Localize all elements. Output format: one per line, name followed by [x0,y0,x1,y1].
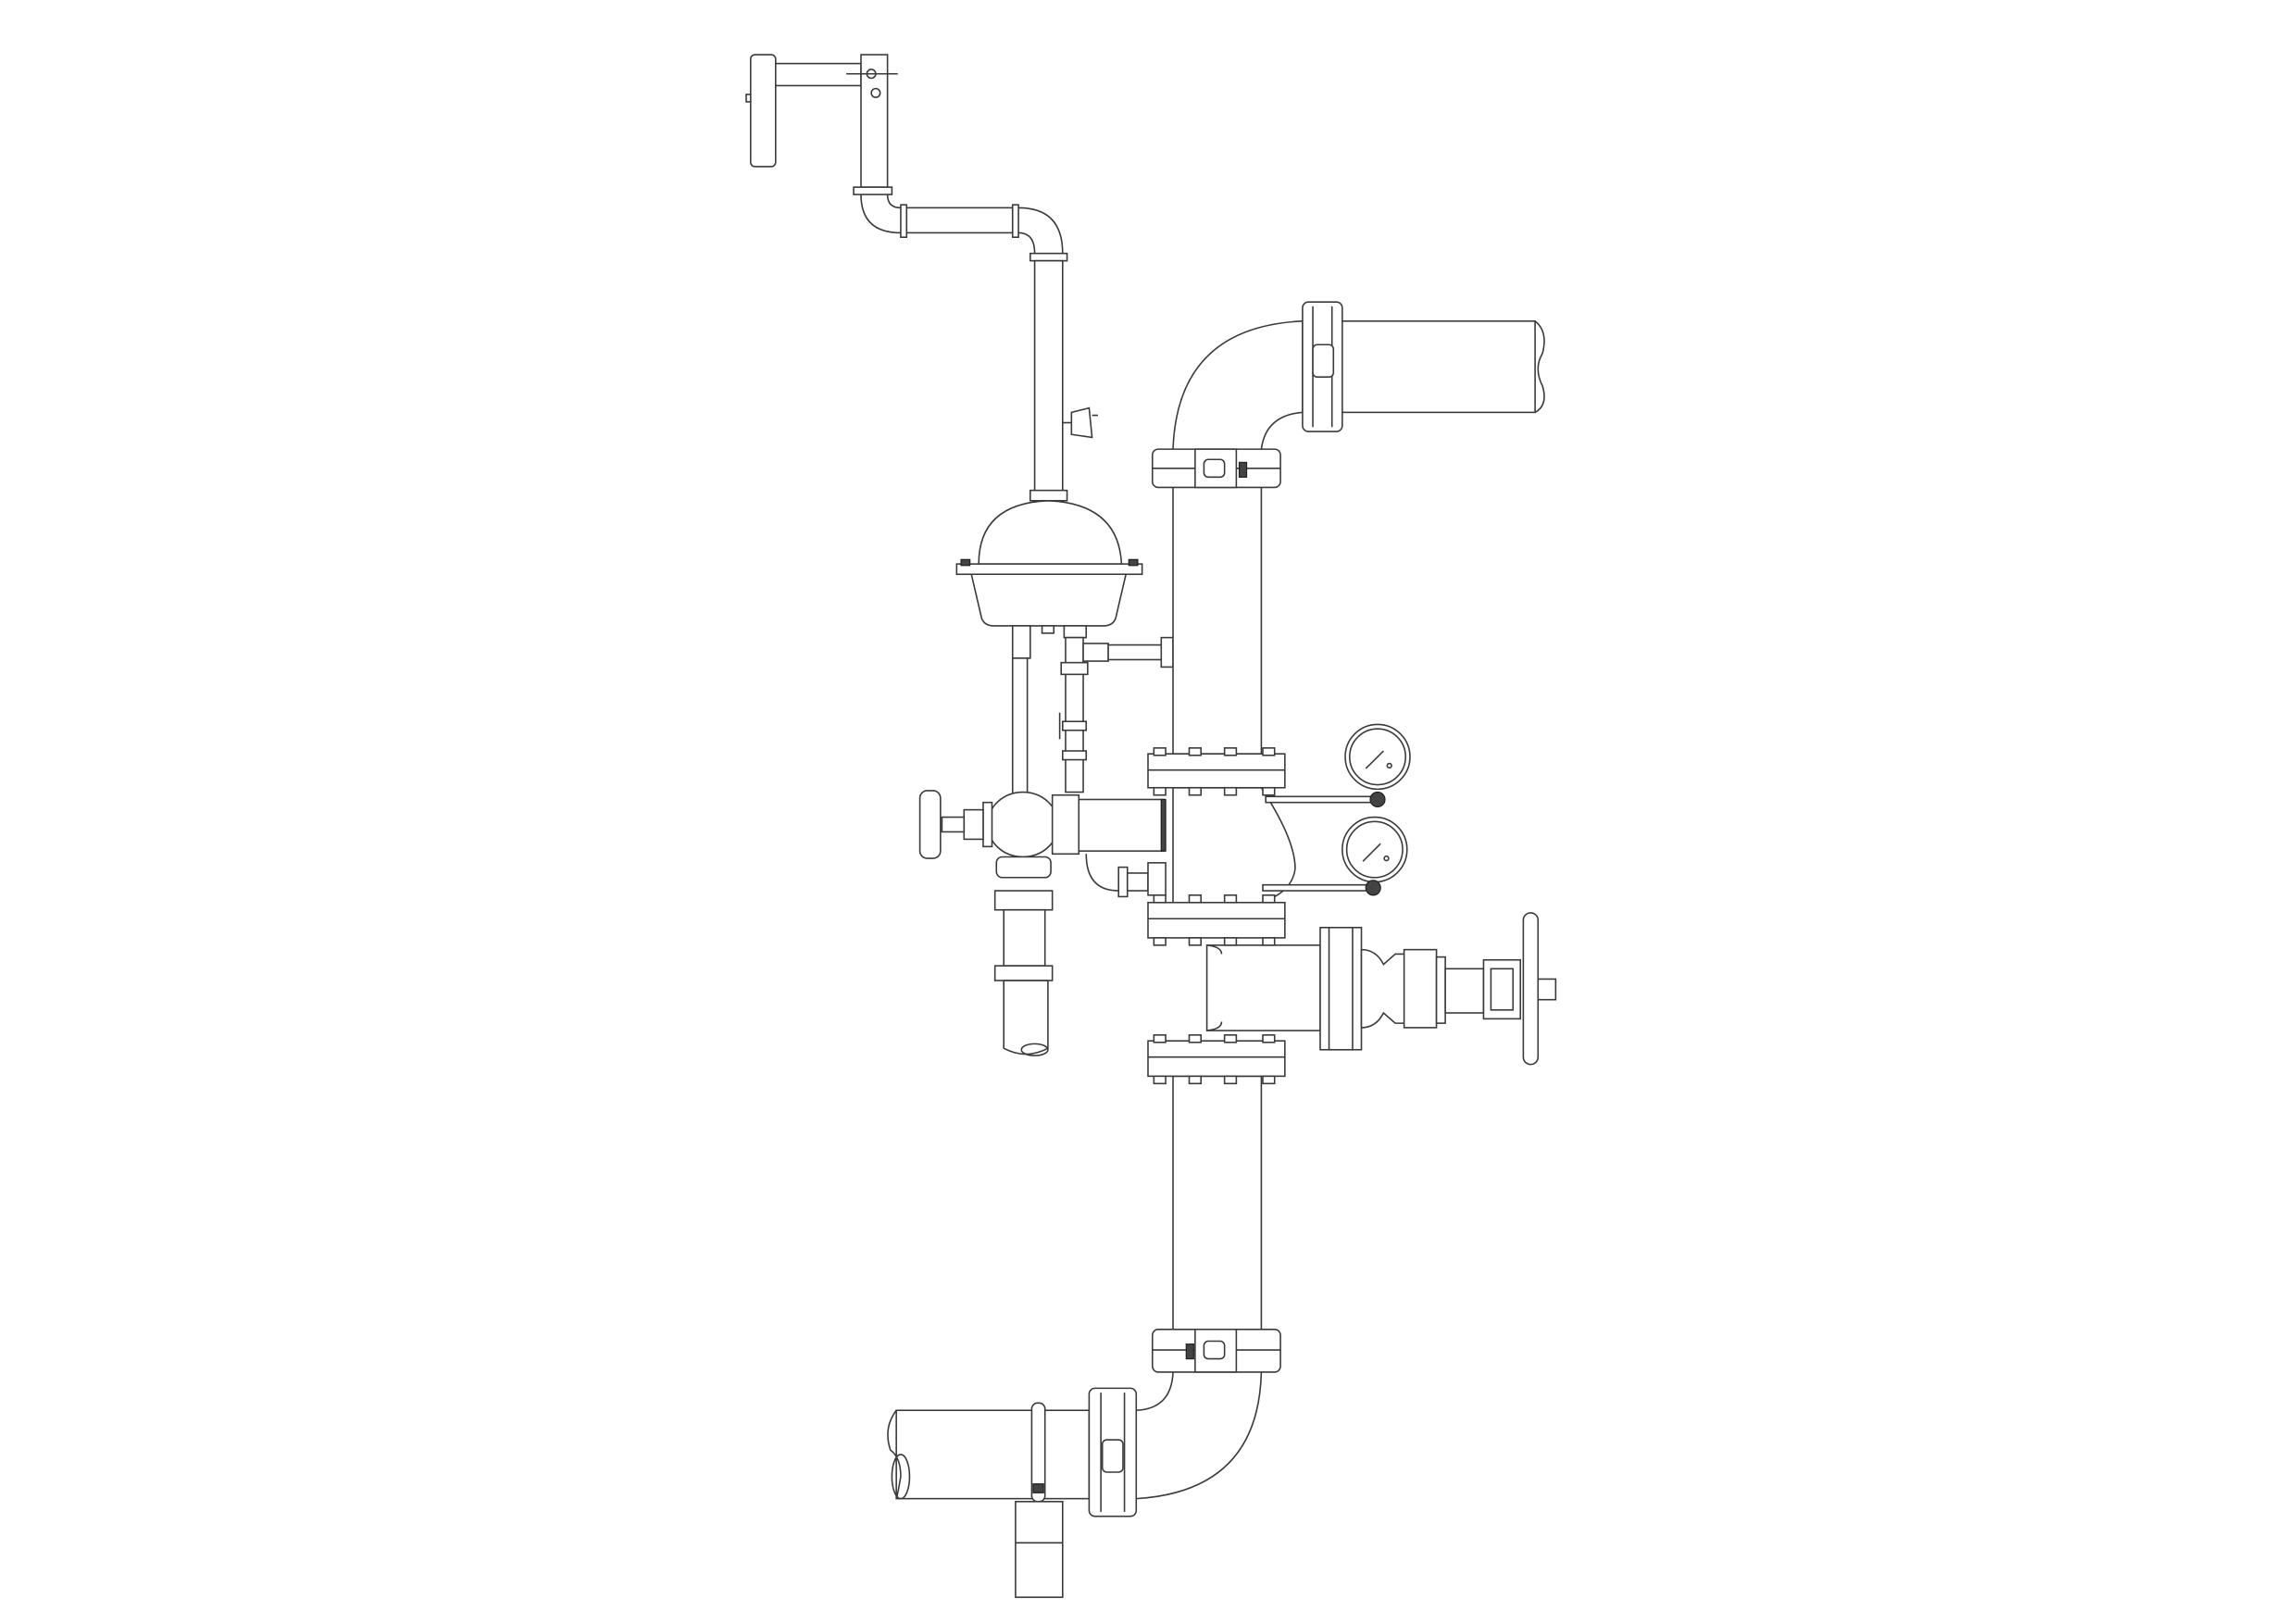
alarm-line-pipe [853,186,1098,502]
pressure-gauge-upper [1265,723,1411,808]
flanges [1147,747,1286,1085]
upper-elbow [1151,301,1545,489]
drain-valve-assembly [918,636,1174,1056]
lower-elbow [887,1328,1281,1518]
pressure-gauge-lower [1262,816,1408,896]
retard-chamber [955,499,1143,659]
gate-valve [1319,912,1557,1066]
alarm-bell [745,54,898,188]
main-riser [1172,485,1321,1330]
pipe-support [1015,1402,1064,1598]
